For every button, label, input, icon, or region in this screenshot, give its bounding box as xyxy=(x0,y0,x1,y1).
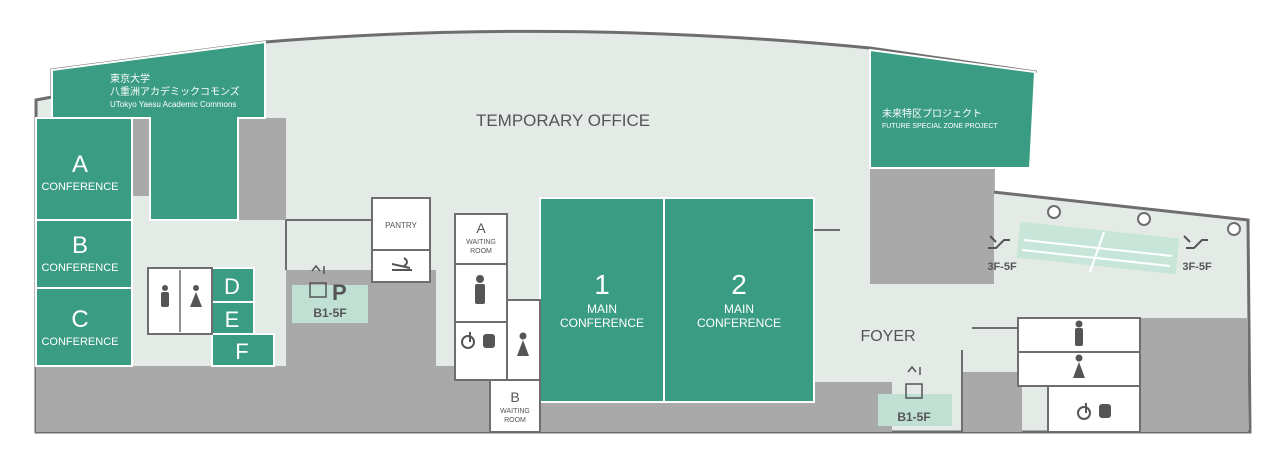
elevator-zone-left[interactable] xyxy=(292,285,368,323)
conference-a[interactable] xyxy=(35,117,133,221)
waiting-a-letter: A xyxy=(476,220,486,236)
temporary-office-label: TEMPORARY OFFICE xyxy=(476,111,650,130)
waiting-room-a[interactable] xyxy=(454,213,508,265)
main-2-line2: CONFERENCE xyxy=(697,316,781,330)
future-special-zone[interactable] xyxy=(869,48,1037,169)
elevator-zone-right[interactable] xyxy=(878,394,952,426)
conference-c[interactable] xyxy=(35,287,133,367)
parking-icon: P xyxy=(332,280,347,305)
foyer-label: FOYER xyxy=(860,328,915,345)
conference-b[interactable] xyxy=(35,219,133,289)
pantry-label: PANTRY xyxy=(385,221,417,230)
waiting-room-b[interactable] xyxy=(489,379,541,433)
main-1-number: 1 xyxy=(594,269,610,300)
conference-a-label: CONFERENCE xyxy=(41,181,118,193)
escalator-hall xyxy=(1016,221,1180,275)
elevator-right-floors: B1-5F xyxy=(897,410,930,424)
main-conference-2[interactable] xyxy=(663,197,815,403)
waiting-a-line1: WAITING xyxy=(466,239,496,246)
room-f-label: F xyxy=(235,339,248,364)
waiting-b-letter: B xyxy=(510,389,519,405)
accessible-restroom-icon xyxy=(461,332,1091,420)
commons-jp-line2: 八重洲アカデミックコモンズ xyxy=(110,85,240,98)
future-jp-label: 未来特区プロジェクト xyxy=(882,108,982,120)
restroom-center-female[interactable] xyxy=(506,299,541,381)
conference-c-letter: C xyxy=(71,306,88,333)
waiting-b-line2: ROOM xyxy=(504,417,526,424)
escalator-right-floors: 3F-5F xyxy=(1182,261,1212,273)
smoking-icon xyxy=(391,257,412,271)
escalator-icon xyxy=(988,235,1208,249)
main-2-line1: MAIN xyxy=(724,302,754,316)
main-1-line1: MAIN xyxy=(587,302,617,316)
conference-b-letter: B xyxy=(72,232,88,259)
elevator-icon xyxy=(309,264,923,399)
room-e-label: E xyxy=(225,307,240,332)
main-conference-1[interactable] xyxy=(539,197,665,403)
main-1-line2: CONFERENCE xyxy=(560,316,644,330)
waiting-a-line2: ROOM xyxy=(470,248,492,255)
commons-en: UTokyo Yaesu Academic Commons xyxy=(110,100,236,109)
commons-jp-line1: 東京大学 xyxy=(110,72,150,85)
female-restroom-icon xyxy=(190,285,1085,378)
pillar-icon xyxy=(1047,205,1241,236)
conference-a-letter: A xyxy=(72,151,88,178)
escalator-left-floors: 3F-5F xyxy=(987,261,1017,273)
conference-c-label: CONFERENCE xyxy=(41,336,118,348)
room-e[interactable] xyxy=(211,301,255,335)
future-en-label: FUTURE SPECIAL ZONE PROJECT xyxy=(882,123,998,130)
room-f[interactable] xyxy=(211,333,275,367)
elevator-left-floors: B1-5F xyxy=(313,306,346,320)
conference-b-label: CONFERENCE xyxy=(41,262,118,274)
ostomate-icon xyxy=(483,334,1111,418)
room-d-label: D xyxy=(224,274,240,299)
male-restroom-icon xyxy=(161,275,1083,346)
restroom-right-accessible[interactable] xyxy=(1047,385,1141,433)
restroom-center-accessible[interactable] xyxy=(454,321,508,381)
waiting-b-line1: WAITING xyxy=(500,408,530,415)
partition-lines xyxy=(285,219,1018,432)
main-2-number: 2 xyxy=(731,269,747,300)
